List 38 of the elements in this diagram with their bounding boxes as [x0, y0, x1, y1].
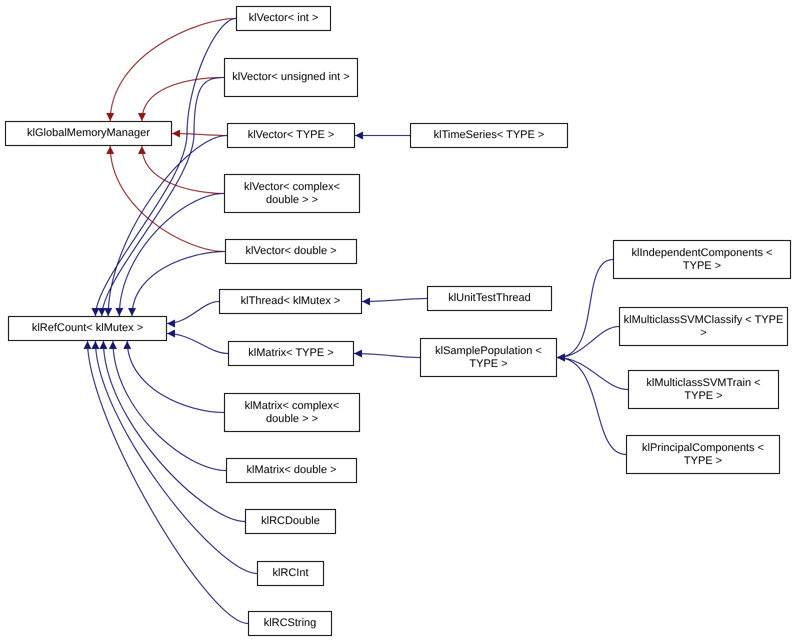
class-box: klUnitTestThread [427, 286, 552, 311]
class-box: klMatrix< complex< double > > [224, 393, 360, 432]
inheritance-arrow [556, 354, 626, 455]
inheritance-arrow [99, 77, 224, 316]
inheritance-arrow [166, 330, 228, 354]
class-box: klPrincipalComponents < TYPE > [626, 435, 780, 474]
class-box: klVector< TYPE > [227, 123, 355, 148]
class-box: klSamplePopulation < TYPE > [420, 338, 557, 377]
class-box: klRCDouble [245, 509, 336, 534]
class-box: klRefCount< klMutex > [8, 316, 167, 341]
inheritance-arrow [166, 301, 220, 327]
inheritance-arrow [354, 350, 420, 358]
inheritance-arrow [84, 340, 248, 624]
inheritance-arrow [124, 340, 224, 413]
class-box: klMulticlassSVMClassify < TYPE > [619, 307, 788, 346]
inheritance-arrow [100, 340, 246, 522]
inheritance-arrow [354, 132, 410, 140]
class-box: klVector< complex< double > > [224, 174, 360, 213]
inheritance-arrow [107, 18, 236, 122]
class-box: klTimeSeries< TYPE > [410, 123, 568, 148]
class-box: klMatrix< TYPE > [228, 341, 354, 366]
class-box: klGlobalMemoryManager [5, 121, 172, 146]
inheritance-arrow [116, 193, 224, 316]
class-box: klMulticlassSVMTrain < TYPE > [628, 370, 779, 409]
class-box: klVector< int > [236, 6, 331, 31]
inheritance-arrow [104, 135, 228, 316]
class-box: klRCInt [257, 561, 324, 586]
inheritance-arrow [92, 18, 236, 316]
class-box: klVector< double > [225, 239, 357, 264]
class-box: klRCString [248, 611, 332, 636]
class-box: klMatrix< double > [226, 458, 357, 483]
class-box: klVector< unsigned int > [224, 58, 358, 97]
class-box: klIndependentComponents < TYPE > [613, 240, 791, 279]
class-box: klThread< klMutex > [219, 289, 362, 314]
inheritance-arrow [110, 340, 226, 471]
inheritance-arrow [362, 297, 428, 306]
inheritance-arrow [92, 340, 258, 574]
inheritance-arrow [128, 251, 226, 316]
